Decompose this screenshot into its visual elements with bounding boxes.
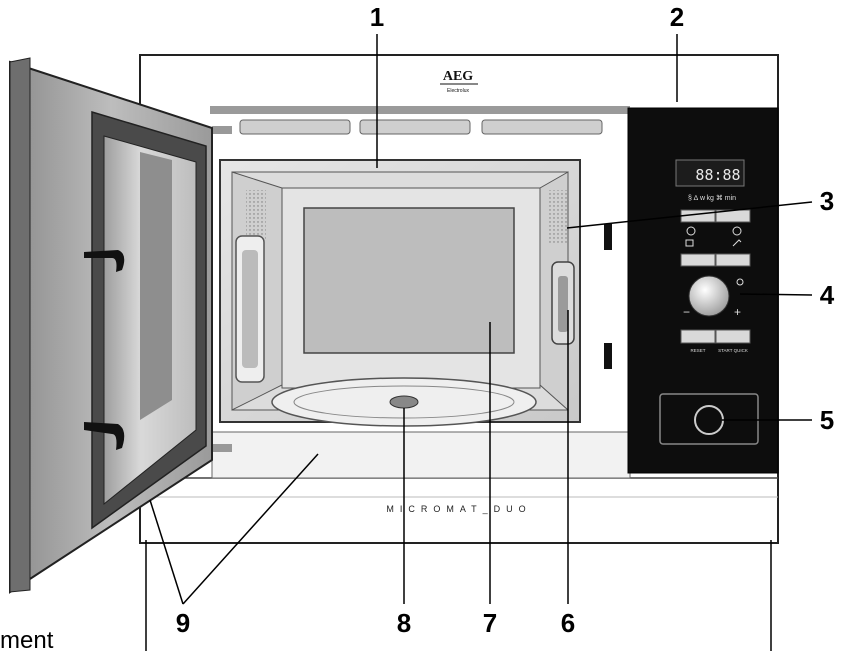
right-vent-grille (547, 190, 569, 245)
reset-label: RESET (690, 348, 705, 353)
cut-off-text: ment (0, 627, 54, 651)
door-latch-lower (84, 422, 125, 450)
model-name: MICROMAT_DUO (386, 504, 531, 514)
lock-icon (736, 278, 744, 286)
left-vent (246, 190, 266, 240)
rear-wall (303, 207, 515, 354)
leader-lines (145, 34, 813, 651)
latch-slot-lower (604, 343, 612, 369)
open-door (9, 57, 213, 594)
brand-logo: AEG Electrolux (440, 69, 478, 94)
callout-numbers: 1 2 3 4 5 6 7 8 9 (176, 2, 835, 638)
grill-icon (685, 239, 694, 247)
grill-button[interactable] (680, 253, 716, 267)
start-label: START QUICK (718, 348, 748, 353)
display-digits: 88:88 (695, 166, 740, 184)
callout-1: 1 (370, 2, 384, 32)
callout-3: 3 (820, 186, 834, 216)
callout-4: 4 (820, 280, 835, 310)
brand-logo-text: AEG (443, 69, 473, 84)
display-icons: § ∆ w kg ⌘ min (688, 194, 736, 202)
plus-icon: + (734, 305, 741, 319)
door-latch-upper (84, 250, 125, 272)
selector-knob[interactable] (688, 275, 730, 317)
latch-slot-upper (604, 224, 612, 250)
oven-cavity (212, 126, 581, 452)
callout-5: 5 (820, 405, 834, 435)
minus-icon: − (683, 305, 690, 319)
door-release-button[interactable] (694, 405, 724, 435)
callout-8: 8 (397, 608, 411, 638)
control-panel: 88:88 § ∆ w kg ⌘ min − + RESET START QUI… (627, 107, 779, 474)
callout-6: 6 (561, 608, 575, 638)
defrost-icon (732, 239, 742, 247)
reset-button[interactable] (680, 329, 716, 344)
brand-logo-sub: Electrolux (447, 88, 469, 94)
start-button[interactable] (715, 329, 751, 344)
callout-9: 9 (176, 608, 190, 638)
auto-button[interactable] (715, 253, 751, 267)
door-release-frame (659, 393, 759, 445)
turntable-hub (389, 395, 419, 409)
callout-2: 2 (670, 2, 684, 32)
clock-icon (732, 226, 742, 236)
display-window (675, 159, 745, 187)
power-icon (686, 226, 696, 236)
callout-7: 7 (483, 608, 497, 638)
